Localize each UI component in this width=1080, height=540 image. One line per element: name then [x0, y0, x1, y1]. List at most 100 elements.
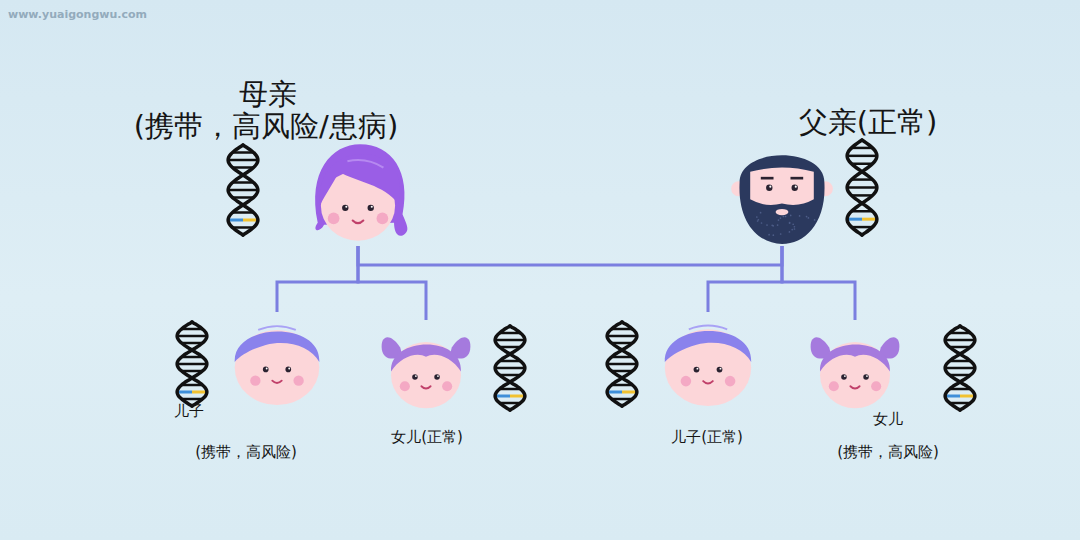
person-label: (携带，高风险) — [837, 444, 939, 461]
person-label: 母亲 — [239, 78, 297, 111]
beard-dot — [777, 224, 779, 226]
person-face — [304, 140, 412, 246]
family-line — [782, 246, 855, 320]
person-node: 儿子(正常) — [660, 312, 756, 408]
dna-rung — [510, 395, 525, 398]
hair — [665, 331, 751, 362]
cheek — [681, 376, 692, 387]
beard-dot — [780, 217, 782, 219]
person-node: 父亲(正常) — [728, 140, 836, 246]
dna-strand — [228, 145, 258, 235]
person-label: 儿子(正常) — [671, 429, 743, 446]
cheek — [829, 381, 839, 391]
label-wrap: 儿子(正常) — [671, 427, 743, 446]
dna-strand — [495, 326, 525, 410]
person-label: (携带，高风险) — [195, 444, 297, 461]
dna-icon — [228, 145, 258, 235]
beard-dot — [756, 216, 758, 218]
label-wrap: (携带，高风险) — [837, 442, 939, 461]
mouth — [776, 209, 789, 215]
eye-highlight — [437, 375, 439, 377]
beard-dot — [780, 233, 782, 235]
face — [235, 330, 320, 405]
dna-rung — [495, 395, 510, 398]
dna-rung — [495, 367, 525, 370]
dna-strand — [495, 326, 525, 410]
dna-strand — [847, 140, 877, 235]
person-node: 母亲(携带，高风险/患病) — [304, 140, 412, 246]
beard-dot — [771, 224, 773, 226]
person-face — [660, 312, 756, 408]
hair — [820, 345, 890, 372]
hair-bangs — [319, 154, 400, 206]
dna-rung — [177, 335, 207, 338]
eye — [717, 367, 723, 373]
eye-highlight — [866, 375, 868, 377]
dna-rung — [228, 189, 258, 192]
hair-shine — [689, 325, 727, 329]
eye-highlight — [720, 368, 722, 370]
beard-dot — [791, 229, 793, 231]
person-face — [372, 320, 480, 412]
dna-rung — [177, 391, 192, 394]
dna-rung — [945, 367, 975, 370]
eye — [342, 205, 348, 211]
mouth — [850, 386, 859, 388]
beard-dot — [789, 222, 791, 224]
beard-dot — [761, 222, 763, 224]
label-wrap: 女儿(正常) — [391, 427, 463, 446]
person-label: 女儿(正常) — [391, 429, 463, 446]
cheek — [293, 376, 303, 386]
label-wrap: www.yuaigongwu.com — [8, 3, 147, 22]
family-line — [708, 246, 782, 312]
cheek — [377, 213, 389, 225]
dna-strand — [228, 145, 258, 235]
eye — [285, 367, 291, 373]
beard-dot — [794, 228, 796, 230]
eye — [434, 374, 440, 380]
beard-dot — [799, 215, 801, 217]
eye-highlight — [288, 368, 290, 370]
beard-dot — [790, 215, 792, 217]
dna-strand — [847, 140, 877, 235]
beard-dot — [758, 219, 760, 221]
eye — [863, 374, 869, 380]
family-line — [358, 246, 782, 265]
dna-rung — [228, 159, 258, 162]
eye — [412, 374, 418, 380]
eye — [694, 367, 700, 373]
dna-strand — [945, 326, 975, 410]
eye — [263, 367, 269, 373]
person-node: 儿子(携带，高风险) — [230, 312, 324, 408]
cheek — [871, 381, 881, 391]
beard-dot — [806, 216, 808, 218]
dna-rung — [622, 391, 637, 394]
eyebrow — [761, 177, 774, 180]
label-wrap: 女儿 — [873, 409, 903, 428]
face — [391, 342, 461, 408]
eyebrow — [790, 177, 803, 180]
hair-shine — [347, 160, 383, 168]
person-node: 女儿(携带，高风险) — [800, 320, 910, 412]
eye-highlight — [769, 186, 771, 188]
label-wrap: 父亲(正常) — [799, 106, 938, 139]
face — [820, 342, 890, 408]
person-face — [800, 320, 910, 412]
person-face — [230, 312, 324, 408]
eye — [766, 185, 772, 191]
eye-highlight — [266, 368, 268, 370]
dna-strand — [177, 322, 207, 406]
person-label: 父亲(正常) — [799, 106, 938, 139]
beard-dot — [772, 234, 774, 236]
mouth — [421, 386, 430, 388]
eye-highlight — [696, 368, 698, 370]
watermark: www.yuaigongwu.com — [8, 8, 147, 21]
cheek — [400, 381, 410, 391]
dna-rung — [847, 218, 862, 221]
dna-rung — [495, 339, 525, 342]
hair-shine — [258, 326, 296, 330]
head-beard — [739, 155, 824, 244]
family-line — [358, 246, 426, 320]
person-face — [728, 140, 836, 246]
